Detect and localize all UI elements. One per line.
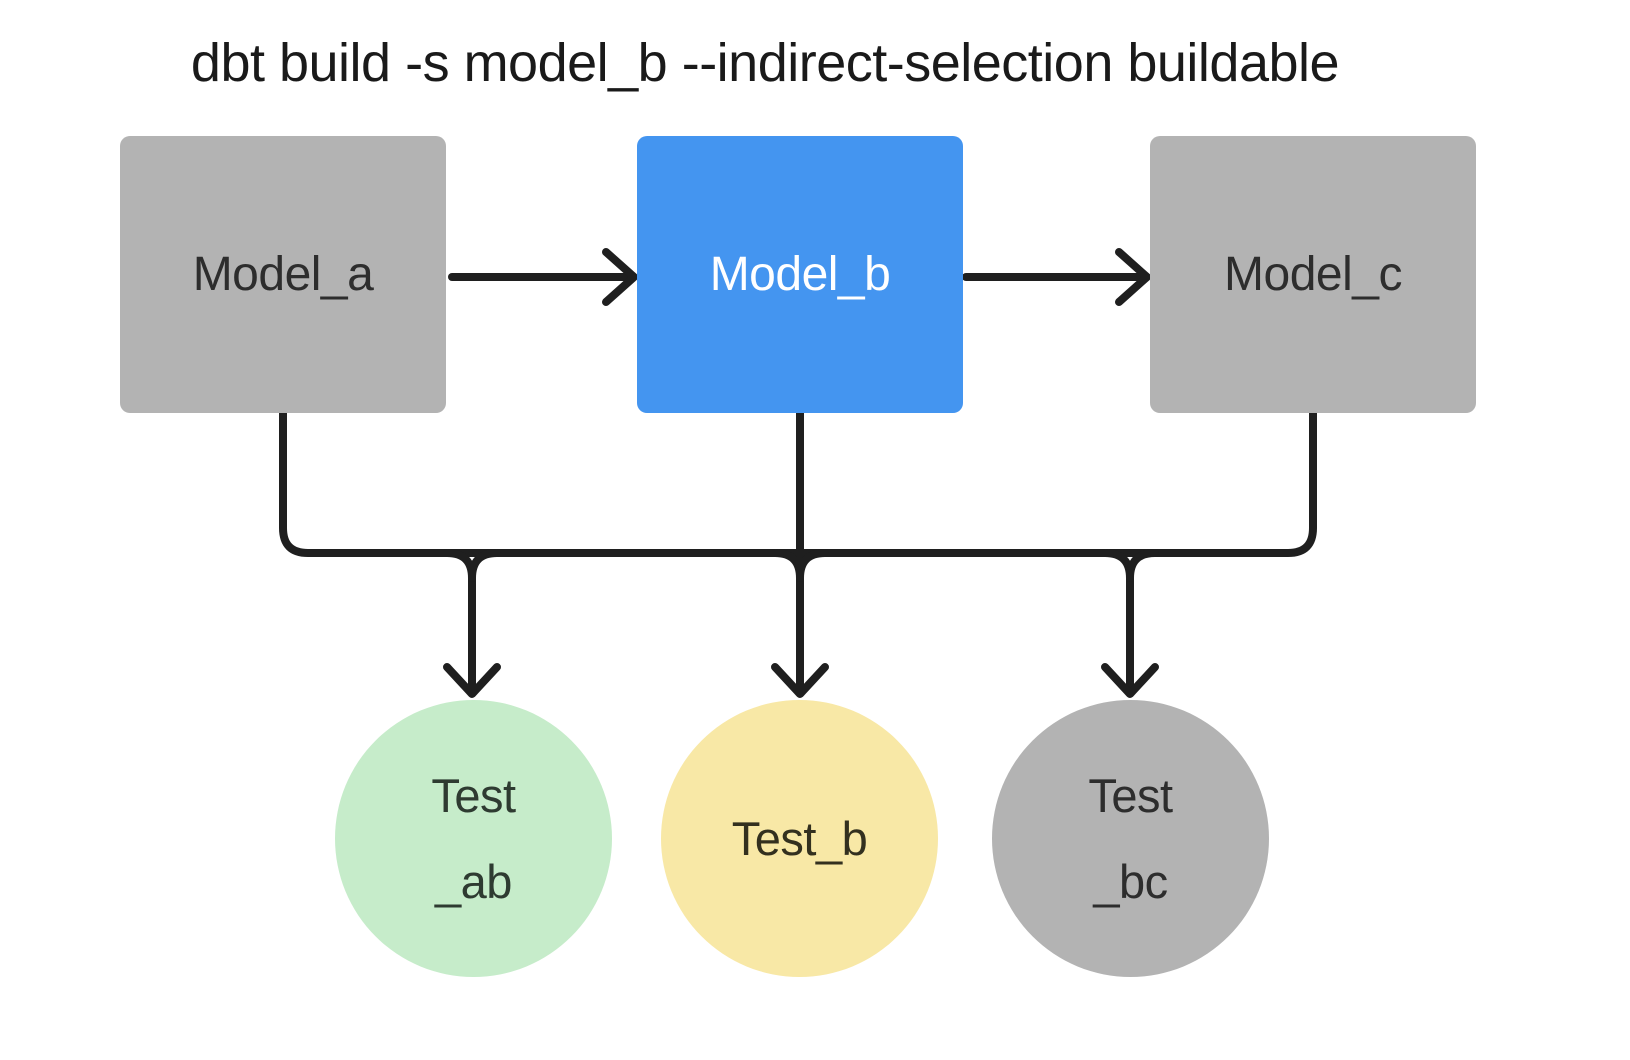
edge-branch-test_ab-fillet: [468, 549, 501, 582]
edge-test_ab-arrowhead: [443, 663, 501, 698]
test-node-test_b: Test_b: [661, 700, 938, 977]
edge-rail-fillet-right-of-center: [796, 549, 829, 582]
diagram-title: dbt build -s model_b --indirect-selectio…: [190, 33, 1340, 93]
edge-model_a-model_b-arrowhead: [602, 248, 638, 306]
test-node-label-line: Test: [1088, 768, 1173, 822]
test-node-label-line: _bc: [1093, 854, 1168, 908]
model-node-label: Model_b: [709, 248, 891, 301]
test-node-label-line: _ab: [435, 854, 512, 908]
model-node-label: Model_a: [192, 248, 374, 301]
test-node-label-line: Test_b: [731, 811, 868, 865]
model-node-model_c: Model_c: [1150, 136, 1476, 413]
edge-test_b-arrowhead: [771, 663, 829, 698]
test-node-test_ab: Test _ab: [335, 700, 612, 977]
model-node-label: Model_c: [1224, 248, 1402, 301]
test-node-label-line: Test: [431, 768, 516, 822]
edge-model_b-model_c-arrowhead: [1115, 248, 1151, 306]
model-node-model_a: Model_a: [120, 136, 446, 413]
test-node-test_bc: Test _bc: [992, 700, 1269, 977]
model-node-model_b-selected: Model_b: [637, 136, 963, 413]
edge-test_bc-arrowhead: [1101, 663, 1159, 698]
edge-branch-test_bc-fillet: [1126, 549, 1159, 582]
